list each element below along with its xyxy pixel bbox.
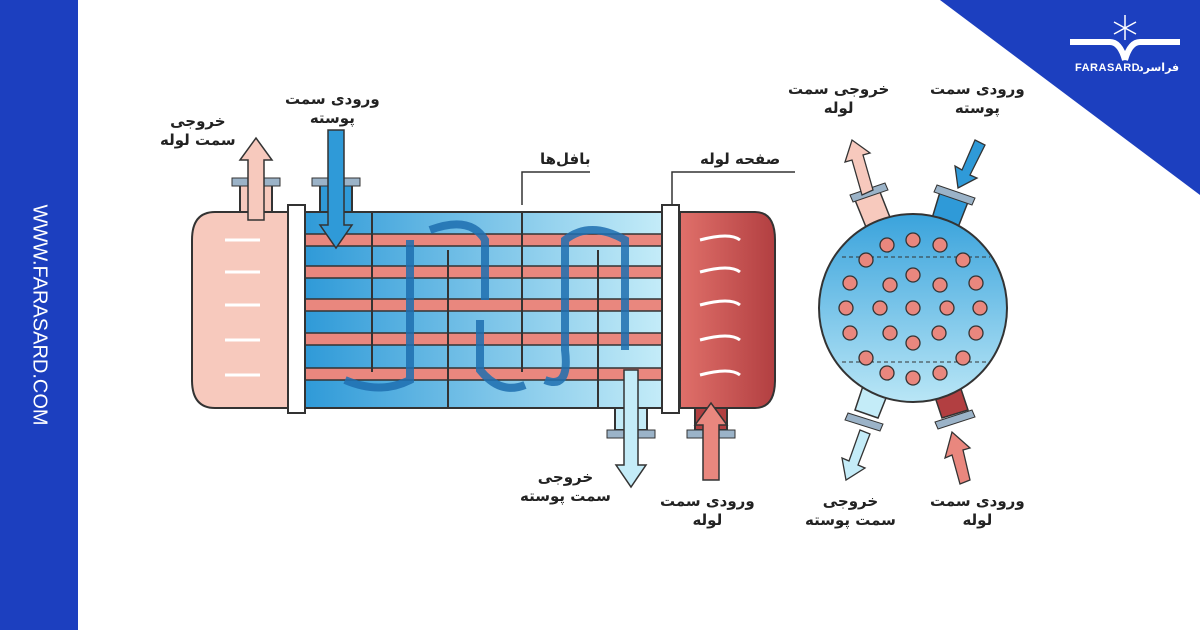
tube-cross-section xyxy=(905,267,921,283)
tube-sheet-leader-line xyxy=(671,171,795,205)
tube-cross-section xyxy=(931,325,947,341)
tube-cross-section xyxy=(955,252,971,268)
tube-cross-section xyxy=(879,237,895,253)
sidebar: WWW.FARASARD.COM xyxy=(0,0,78,630)
logo-icon xyxy=(1070,15,1180,61)
tube-cross-section xyxy=(955,350,971,366)
tube-cross-section xyxy=(882,277,898,293)
cs-shell-outlet-arrow-icon xyxy=(841,429,871,482)
cs-shell-inlet-arrow-icon xyxy=(954,139,986,190)
tube-flow-arrows xyxy=(225,234,741,377)
baffles-leader-line xyxy=(521,171,590,205)
tube-inlet-head xyxy=(679,211,776,409)
tube-cross-section xyxy=(968,275,984,291)
tube-sheet-left xyxy=(287,204,306,414)
tube-cross-section xyxy=(905,370,921,386)
tube-inlet-arrow-icon xyxy=(693,401,729,481)
tube-cross-section xyxy=(939,300,955,316)
tube-cross-section xyxy=(972,300,988,316)
tube-cross-section xyxy=(882,325,898,341)
tube-cross-section xyxy=(932,237,948,253)
logo-persian: فراسرد xyxy=(1138,61,1180,74)
tube-cross-section xyxy=(858,350,874,366)
cs-tube-outlet-arrow-icon xyxy=(844,138,874,196)
tube-cross-section xyxy=(932,365,948,381)
shell-inlet-arrow-icon xyxy=(318,129,354,250)
tube-cross-section xyxy=(842,275,858,291)
tube-cross-section xyxy=(879,365,895,381)
label-tube-sheet: صفحه لوله xyxy=(700,150,781,168)
tube-cross-section xyxy=(905,335,921,351)
tube-cross-section xyxy=(838,300,854,316)
cross-section xyxy=(818,138,1008,485)
tube-cross-section xyxy=(842,325,858,341)
tube-sheet-right xyxy=(661,204,680,414)
tube-outlet-head xyxy=(191,211,291,409)
baffles xyxy=(371,212,599,408)
shell-flow-arrows xyxy=(343,220,629,392)
tube-cross-section xyxy=(968,325,984,341)
tube-cross-section xyxy=(905,232,921,248)
label-baffles: بافل‌ها xyxy=(540,150,591,168)
tubes xyxy=(289,233,681,381)
shell-outlet-arrow-icon xyxy=(614,369,648,489)
tube-outlet-arrow-icon xyxy=(238,136,274,221)
tube-cross-section xyxy=(872,300,888,316)
corner-banner xyxy=(940,0,1200,195)
tube-cross-section xyxy=(858,252,874,268)
tube-cross-section xyxy=(932,277,948,293)
tube-cross-section xyxy=(905,300,921,316)
cs-tube-inlet-arrow-icon xyxy=(944,430,972,485)
logo-latin: FARASARD xyxy=(1075,62,1141,74)
